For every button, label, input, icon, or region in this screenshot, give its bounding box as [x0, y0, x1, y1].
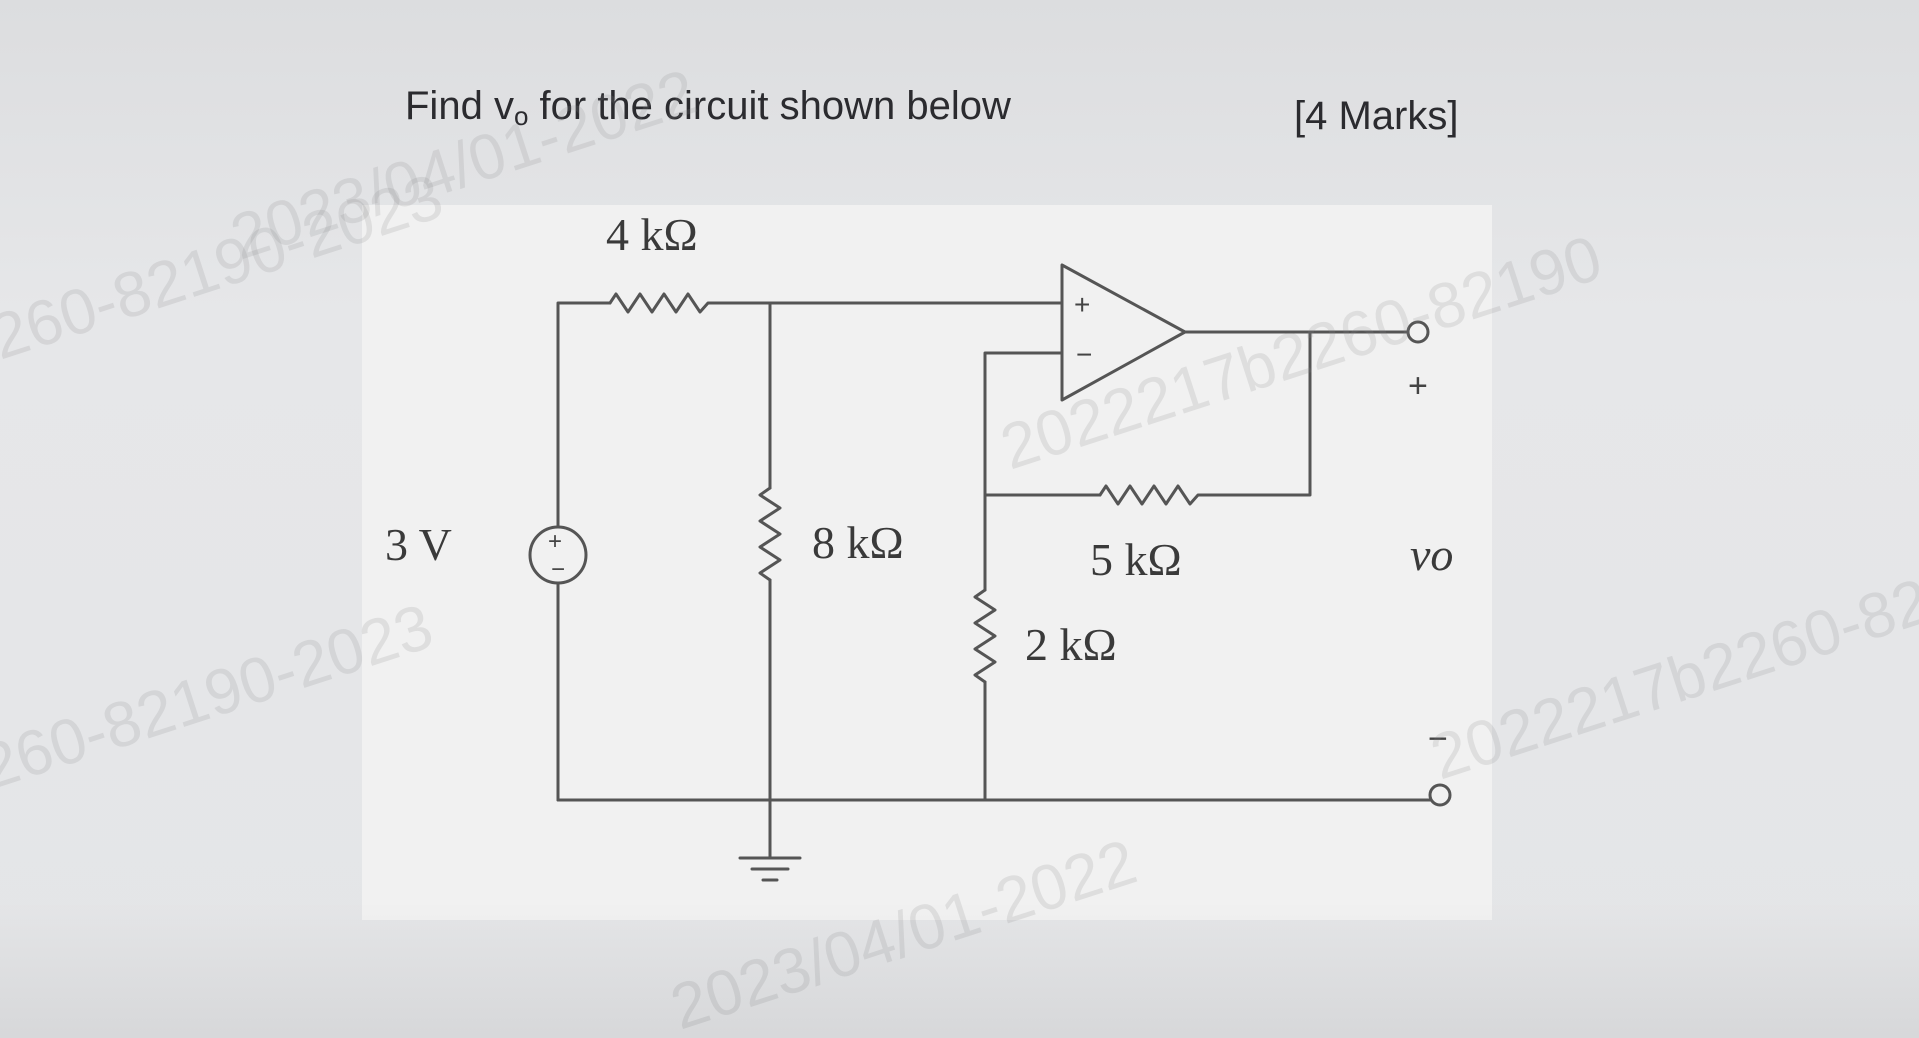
resistor-4k — [608, 292, 717, 314]
watermark-5: 2022217b2260-82 — [1422, 564, 1919, 793]
resistor-2k-label: 2 kΩ — [1025, 619, 1117, 670]
resistor-8k-label: 8 kΩ — [812, 517, 904, 568]
source-plus-label: + — [548, 528, 562, 555]
wire-5k-right — [1203, 330, 1312, 497]
resistor-2k — [973, 588, 997, 684]
resistor-5k — [1098, 484, 1207, 506]
page-shadow — [0, 900, 1919, 1038]
question-subscript: o — [513, 101, 529, 131]
wire-inverting-input — [983, 351, 1064, 497]
output-minus-label: − — [1428, 720, 1448, 758]
question-suffix: for the circuit shown below — [528, 84, 1011, 128]
voltage-source — [528, 525, 588, 585]
opamp-plus-label: + — [1074, 289, 1090, 320]
resistor-8k — [758, 486, 782, 582]
marks-label: [4 Marks] — [1294, 94, 1459, 138]
ground-symbol — [738, 856, 802, 882]
resistor-5k-label: 5 kΩ — [1090, 534, 1182, 585]
source-value-label: 3 V — [385, 519, 452, 570]
output-terminal-top — [1406, 320, 1430, 344]
source-minus-label: − — [551, 556, 565, 583]
watermark-2: 260-82190-2023 — [0, 590, 441, 804]
output-voltage-label: vo — [1410, 529, 1453, 580]
question-prefix: Find — [405, 84, 494, 128]
watermark-6: 260-82190-2023 — [0, 160, 451, 374]
opamp-minus-label: − — [1076, 339, 1092, 370]
wire-left-top — [556, 301, 612, 529]
opamp-triangle — [1060, 263, 1187, 402]
output-plus-label: + — [1408, 367, 1428, 405]
question-text: Find vo for the circuit shown below — [405, 84, 1011, 132]
question-variable: v — [493, 84, 514, 128]
output-terminal-bottom — [1428, 783, 1452, 807]
resistor-4k-label: 4 kΩ — [606, 209, 698, 260]
